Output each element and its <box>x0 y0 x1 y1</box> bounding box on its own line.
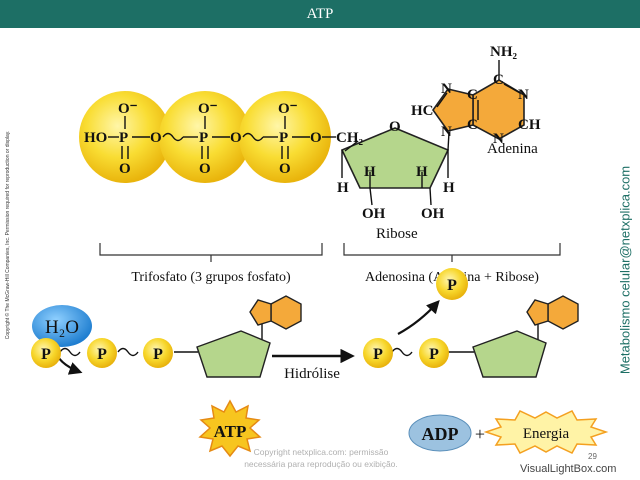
atom-n1: N <box>518 87 529 103</box>
atom-h-inner-right: H <box>416 164 428 180</box>
atom-o-bridge3: O <box>310 130 322 146</box>
atom-ribose-o: O <box>389 119 401 135</box>
atp-phosphate-2 <box>87 338 117 368</box>
bracket-adenosina <box>343 243 561 256</box>
watermark-line-1: Copyright netxplica.com: permissão <box>253 447 389 457</box>
site-vertical: Metabolismo celular@netxplica.com <box>614 150 636 390</box>
atom-oh-left: OH <box>362 206 386 222</box>
visuallightbox-link[interactable]: VisualLightBox.com <box>520 463 617 475</box>
atom-o-minus3: O⁻ <box>278 101 298 117</box>
atom-c4: C <box>467 117 478 133</box>
watermark-line-2: necessária para reprodução ou exibição. <box>244 459 398 469</box>
water-molecule <box>32 305 92 347</box>
phosphate-sphere-3 <box>239 91 331 183</box>
atom-ho: HO <box>84 130 107 146</box>
adp-adenine-six <box>547 295 579 330</box>
adp-ellipse <box>408 414 472 452</box>
phosphate-release-arrow <box>397 300 440 335</box>
atom-ch2-ring: CH <box>518 117 541 133</box>
atom-n9: N <box>441 124 452 140</box>
bracket-trifosfato <box>99 243 323 256</box>
adp-ribose <box>472 330 547 378</box>
atom-p1: P <box>119 130 128 146</box>
atom-ch2: CH₂ <box>336 130 364 146</box>
atp-adenine-five <box>249 299 272 326</box>
brackets <box>99 243 561 262</box>
atom-oh-right: OH <box>421 206 445 222</box>
adp-bonds <box>391 324 539 357</box>
released-phosphate <box>436 268 468 300</box>
copyright-vertical: Copyright © The McGraw-Hill Companies, I… <box>2 100 14 370</box>
atom-hc8: HC <box>411 103 434 119</box>
atom-p3: P <box>279 130 288 146</box>
site-vertical-text: Metabolismo celular@netxplica.com <box>617 165 633 375</box>
atom-n3: N <box>493 131 504 147</box>
adp-phosphate-2 <box>419 338 449 368</box>
water-label: H₂O <box>45 317 79 338</box>
adp-adenine-five <box>526 299 549 326</box>
label-ribose: Ribose <box>376 226 418 242</box>
bonds <box>108 60 521 206</box>
phosphate-sphere-2 <box>159 91 251 183</box>
atp-burst <box>198 399 262 458</box>
plus-sign: + <box>475 424 485 444</box>
atom-o-minus2: O⁻ <box>198 101 218 117</box>
page-number: 29 <box>588 452 597 461</box>
atom-o-bridge1: O <box>150 130 162 146</box>
watermark: Copyright netxplica.com: permissão neces… <box>226 446 416 470</box>
label-trifosfato: Trifosfato (3 grupos fosfato) <box>131 270 291 285</box>
copyright-vertical-text: Copyright © The McGraw-Hill Companies, I… <box>5 130 11 340</box>
atp-bonds <box>59 324 263 357</box>
atom-n7: N <box>441 81 452 97</box>
atom-nh2: NH₂ <box>490 44 518 60</box>
atp-adenine-six <box>270 295 302 330</box>
atom-c6: C <box>493 72 504 88</box>
atom-h-inner-left: H <box>364 164 376 180</box>
atp-phosphate-1-label: P <box>41 346 51 363</box>
atp-ribose <box>196 330 271 378</box>
adp-label: ADP <box>422 424 459 444</box>
energy-burst <box>483 410 609 454</box>
atom-o-double2: O <box>199 161 211 177</box>
atom-h-left: H <box>337 180 349 196</box>
slide-title: ATP <box>306 6 334 22</box>
atom-o-double1: O <box>119 161 131 177</box>
released-phosphate-label: P <box>447 277 457 294</box>
energy-label: Energia <box>523 426 570 442</box>
adp-phosphate-1 <box>363 338 393 368</box>
atom-o-minus1: O⁻ <box>118 101 138 117</box>
phosphate-spheres <box>79 91 331 183</box>
atom-o-double3: O <box>279 161 291 177</box>
atp-burst-label: ATP <box>214 422 247 441</box>
atom-p2: P <box>199 130 208 146</box>
atom-h-right: H <box>443 180 455 196</box>
phosphate-sphere-1 <box>79 91 171 183</box>
atom-labels: HO P P P O O O O⁻ O⁻ O⁻ O O O CH₂ O H H … <box>84 44 541 222</box>
atp-phosphate-2-label: P <box>97 346 107 363</box>
label-adenina: Adenina <box>487 141 538 157</box>
hydrolysis-label: Hidrólise <box>284 366 340 382</box>
adp-phosphate-2-label: P <box>429 346 439 363</box>
atom-c5: C <box>467 87 478 103</box>
atp-phosphate-1 <box>31 338 61 368</box>
atom-o-bridge2: O <box>230 130 242 146</box>
atp-phosphate-3-label: P <box>153 346 163 363</box>
atp-phosphate-3 <box>143 338 173 368</box>
title-bar: ATP <box>0 0 640 28</box>
adp-phosphate-1-label: P <box>373 346 383 363</box>
